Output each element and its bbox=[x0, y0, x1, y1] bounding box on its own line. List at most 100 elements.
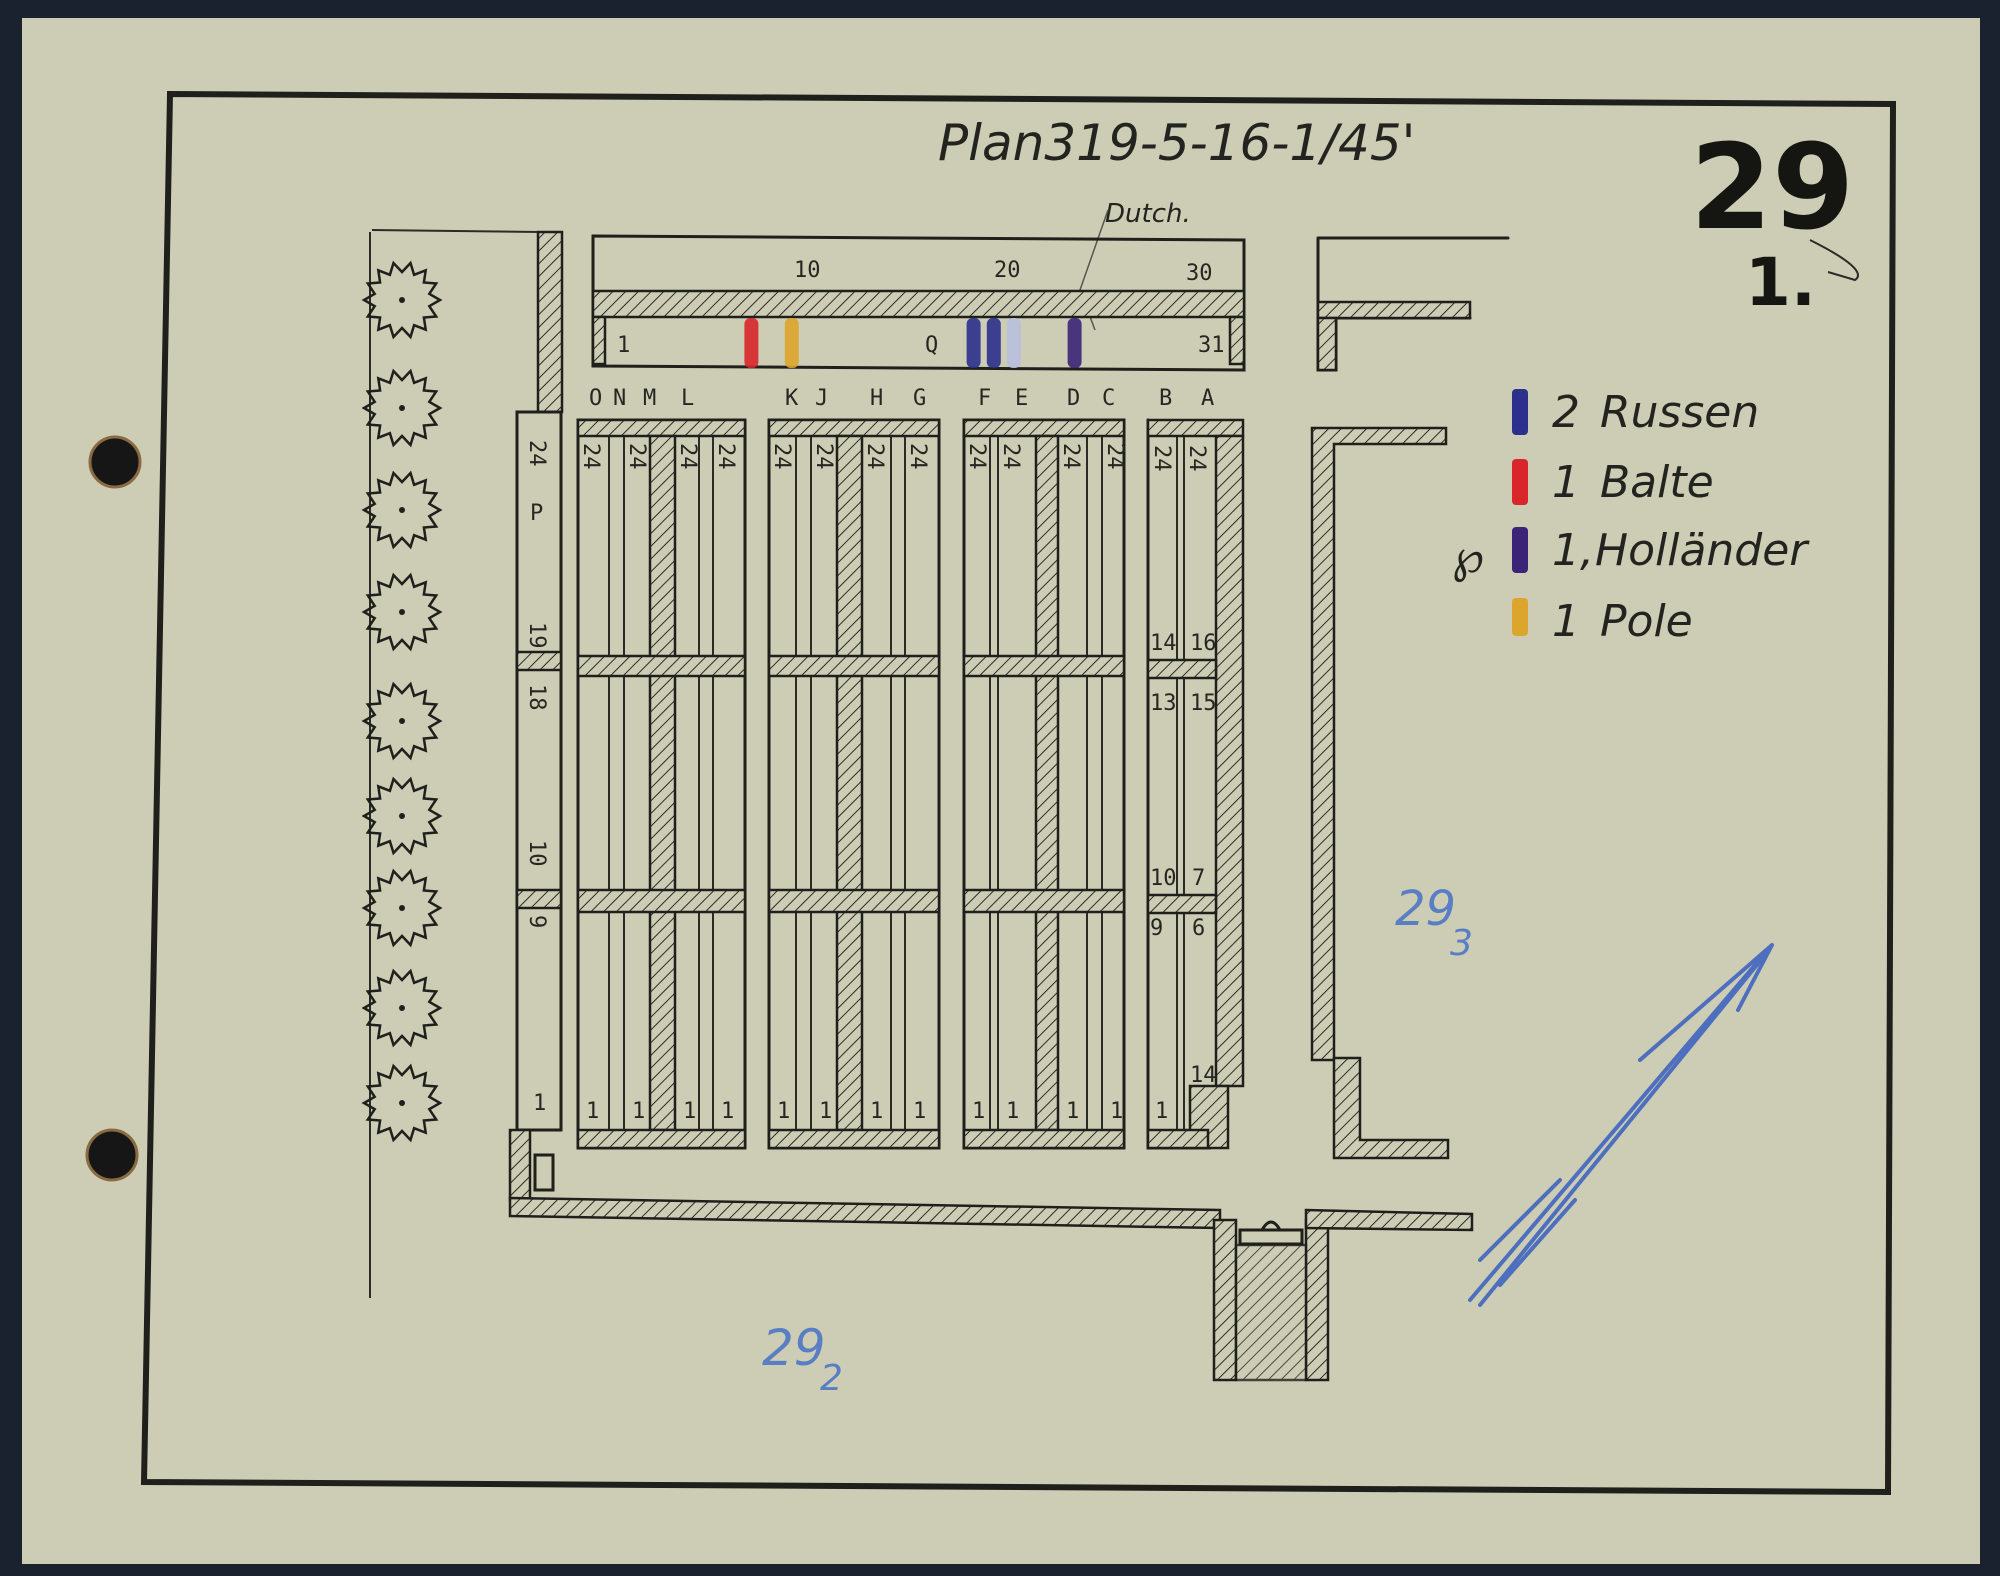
cell-label: 1 bbox=[617, 333, 630, 358]
grave-number: 1 bbox=[1066, 1099, 1079, 1124]
tree-row bbox=[361, 260, 443, 1143]
grave-number: 24 bbox=[964, 443, 989, 470]
grave-number: 10 bbox=[1150, 866, 1177, 891]
grave-color-mark bbox=[1067, 318, 1082, 368]
grave-color-mark bbox=[986, 318, 1001, 368]
tree-icon bbox=[361, 776, 443, 856]
tree-icon bbox=[361, 368, 443, 448]
legend-swatch bbox=[1512, 527, 1528, 573]
grave-number: 24 bbox=[1058, 443, 1083, 470]
cemetery-walls bbox=[508, 236, 1510, 1382]
legend-label: Russen bbox=[1600, 387, 1759, 438]
row-letter: L bbox=[681, 386, 694, 411]
legend-swatch bbox=[1512, 459, 1528, 505]
tree-icon bbox=[361, 572, 443, 652]
grave-number: 24 bbox=[1184, 445, 1209, 472]
grave-number: 19 bbox=[524, 622, 549, 649]
grave-number: 24 bbox=[1102, 443, 1127, 470]
grave-number: 24 bbox=[578, 443, 603, 470]
grave-number: 7 bbox=[1192, 866, 1205, 891]
tree-icon bbox=[361, 868, 443, 948]
cell-label: 31 bbox=[1198, 333, 1225, 358]
grave-number: 1 bbox=[533, 1091, 546, 1116]
grave-number: 9 bbox=[1150, 916, 1163, 941]
plan-title: Plan319-5-16-1/45' bbox=[938, 114, 1415, 172]
row-letter: K bbox=[785, 386, 799, 411]
path-line bbox=[371, 229, 541, 233]
tree-icon bbox=[361, 681, 443, 761]
legend-item: 1 Balte bbox=[1512, 457, 1714, 508]
grave-number: 24 bbox=[675, 443, 700, 470]
legend-item: 2 Russen bbox=[1512, 387, 1759, 438]
grave-number: 1 bbox=[972, 1099, 985, 1124]
punch-hole bbox=[85, 1128, 139, 1182]
row-letter: O bbox=[589, 386, 602, 411]
grave-number: 14 bbox=[1150, 631, 1177, 656]
grave-number: 10 bbox=[524, 840, 549, 867]
grave-number: 24 bbox=[524, 440, 549, 467]
grave-number: 15 bbox=[1190, 691, 1217, 716]
legend-count: 1, bbox=[1552, 525, 1594, 576]
frame-border bbox=[140, 90, 1897, 1496]
blue-pencil-annotation-right: 29 3 bbox=[1395, 881, 1473, 964]
legend-item: 1,Holländer bbox=[1512, 525, 1810, 576]
legend-label: Holländer bbox=[1595, 525, 1810, 576]
row-letter: A bbox=[1201, 386, 1214, 411]
legend-swatch bbox=[1512, 598, 1528, 636]
row-letter: J bbox=[815, 386, 828, 411]
row-letter: F bbox=[978, 386, 991, 411]
svg-text:29: 29 bbox=[1395, 881, 1456, 937]
row-letter: G bbox=[913, 386, 926, 411]
grave-number: 24 bbox=[713, 443, 738, 470]
grave-number: 24 bbox=[862, 443, 887, 470]
grave-number: 1 bbox=[870, 1099, 883, 1124]
grave-color-mark bbox=[1007, 318, 1021, 368]
grave-number: 1 bbox=[721, 1099, 734, 1124]
svg-text:29: 29 bbox=[762, 1319, 826, 1377]
scale-label: 30 bbox=[1186, 261, 1213, 286]
check-mark bbox=[1809, 239, 1859, 282]
plot-label: P bbox=[530, 501, 543, 526]
legend-count: 1 bbox=[1552, 457, 1580, 508]
grave-number: 13 bbox=[1150, 691, 1177, 716]
top-grave-row: 10 20 30 1 Q 31 bbox=[591, 234, 1246, 372]
plot-block-fedc: 24 1 24 1 24 1 24 1 bbox=[962, 418, 1127, 1150]
row-letter: B bbox=[1159, 386, 1172, 411]
legend-mark: ℘ bbox=[1452, 529, 1484, 583]
svg-text:2: 2 bbox=[820, 1358, 843, 1399]
grave-color-mark bbox=[744, 318, 759, 368]
grave-number: 1 bbox=[1110, 1099, 1123, 1124]
grave-color-mark bbox=[784, 318, 799, 368]
grave-color-mark bbox=[966, 318, 981, 368]
north-arrow bbox=[1468, 943, 1774, 1307]
grave-number: 9 bbox=[524, 915, 549, 928]
grave-number: 1 bbox=[819, 1099, 832, 1124]
scale-label: 10 bbox=[794, 258, 821, 283]
svg-text:3: 3 bbox=[1450, 923, 1473, 964]
grave-number: 1 bbox=[1155, 1099, 1168, 1124]
tree-icon bbox=[361, 470, 443, 550]
grave-number: 24 bbox=[624, 443, 649, 470]
grave-number: 24 bbox=[811, 443, 836, 470]
grave-number: 1 bbox=[1006, 1099, 1019, 1124]
grave-number: 24 bbox=[769, 443, 794, 470]
grave-number: 14 bbox=[1190, 1063, 1217, 1088]
tree-icon bbox=[361, 260, 443, 340]
scale-label: 20 bbox=[994, 258, 1021, 283]
row-letter: M bbox=[643, 386, 656, 411]
legend-count: 2 bbox=[1552, 387, 1580, 438]
grave-number: 24 bbox=[998, 443, 1023, 470]
tree-icon bbox=[361, 968, 443, 1048]
grave-number: 1 bbox=[586, 1099, 599, 1124]
grave-number: 1 bbox=[913, 1099, 926, 1124]
row-letter: N bbox=[613, 386, 626, 411]
grave-number: 18 bbox=[524, 684, 549, 711]
legend-label: Balte bbox=[1600, 457, 1714, 508]
legend-swatch bbox=[1512, 389, 1528, 435]
legend-count: 1 bbox=[1552, 596, 1580, 647]
